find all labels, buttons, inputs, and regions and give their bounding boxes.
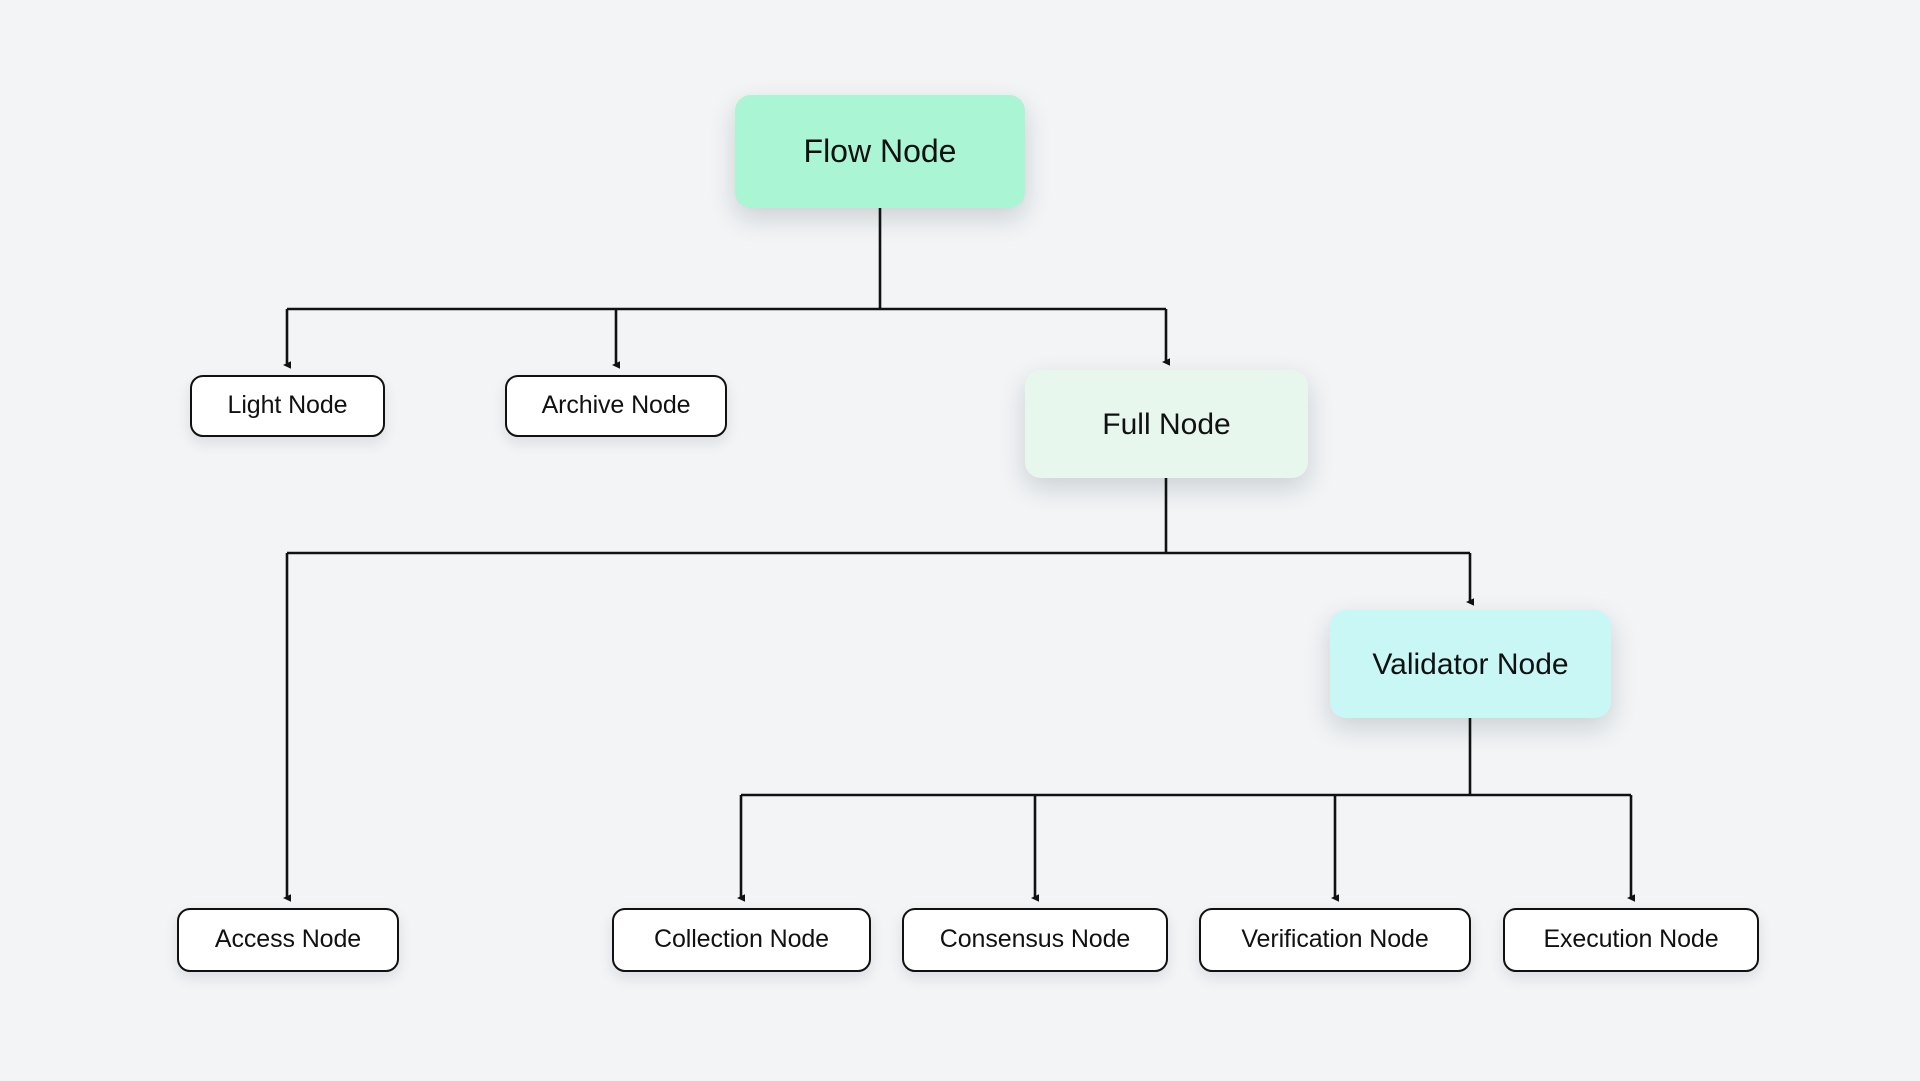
node-execution-node[interactable]: Execution Node: [1503, 908, 1759, 972]
node-light-node[interactable]: Light Node: [190, 375, 385, 437]
node-full-node[interactable]: Full Node: [1025, 370, 1308, 478]
node-label: Flow Node: [803, 132, 957, 169]
node-access-node[interactable]: Access Node: [177, 908, 399, 972]
node-validator-node[interactable]: Validator Node: [1330, 610, 1611, 718]
node-label: Full Node: [1102, 407, 1231, 441]
node-verification-node[interactable]: Verification Node: [1199, 908, 1471, 972]
node-flow-node[interactable]: Flow Node: [735, 95, 1025, 208]
node-archive-node[interactable]: Archive Node: [505, 375, 727, 437]
node-label: Light Node: [227, 391, 348, 420]
node-collection-node[interactable]: Collection Node: [612, 908, 871, 972]
node-label: Validator Node: [1372, 647, 1569, 681]
node-label: Consensus Node: [939, 925, 1131, 954]
node-label: Archive Node: [541, 391, 691, 420]
node-label: Verification Node: [1241, 925, 1429, 954]
node-label: Collection Node: [654, 925, 829, 954]
node-label: Execution Node: [1543, 925, 1719, 954]
node-consensus-node[interactable]: Consensus Node: [902, 908, 1168, 972]
node-label: Access Node: [214, 925, 362, 954]
